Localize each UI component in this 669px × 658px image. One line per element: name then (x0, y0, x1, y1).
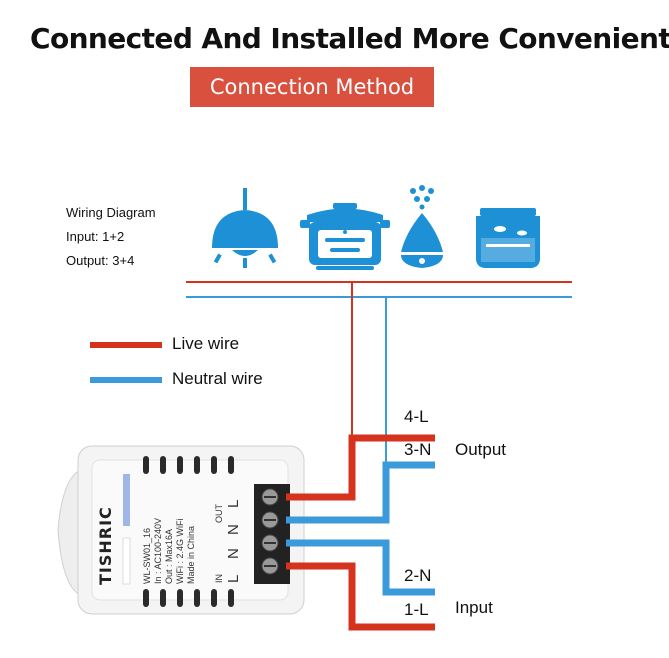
output-neutral-wire (286, 461, 435, 524)
section-banner: Connection Method (190, 67, 434, 107)
terminal-4-label: 4-L (404, 407, 429, 426)
device-brand: TISHRIC (96, 506, 115, 585)
wiring-diagram-heading: Wiring Diagram (66, 205, 156, 220)
lamp-icon (212, 188, 278, 268)
device-made-in: Made in China (186, 526, 196, 584)
fish-tank-icon (476, 208, 540, 268)
wiring-output-note: Output: 3+4 (66, 253, 135, 268)
port-out-label: OUT (214, 504, 224, 524)
legend-neutral-label: Neutral wire (172, 369, 263, 388)
output-live-wire (286, 434, 435, 501)
device-spec-out: Out : Max16A (164, 529, 174, 584)
smart-switch-device (57, 445, 305, 615)
wiring-input-note: Input: 1+2 (66, 229, 125, 244)
terminal-2-label: 2-N (404, 566, 432, 585)
terminal-3-label: 3-N (404, 440, 432, 459)
input-live-wire (286, 562, 435, 631)
page-title: Connected And Installed More Convenient (30, 22, 669, 55)
terminal-1-label: 1-L (404, 600, 429, 619)
humidifier-icon (400, 185, 444, 268)
output-label: Output (455, 440, 507, 459)
port-in-label: IN (214, 574, 224, 583)
port-in-letters: L N (225, 542, 242, 583)
port-out-letters: N L (225, 494, 242, 535)
legend-live-label: Live wire (172, 334, 240, 353)
input-label: Input (455, 598, 493, 617)
device-spec-wifi: WiFi : 2.4G WiFi (175, 519, 185, 585)
device-spec-in: In : AC100-240V (153, 518, 163, 584)
rice-cooker-icon (300, 203, 390, 270)
input-neutral-wire (286, 539, 435, 596)
device-model: WL-SW01_16 (142, 528, 152, 584)
